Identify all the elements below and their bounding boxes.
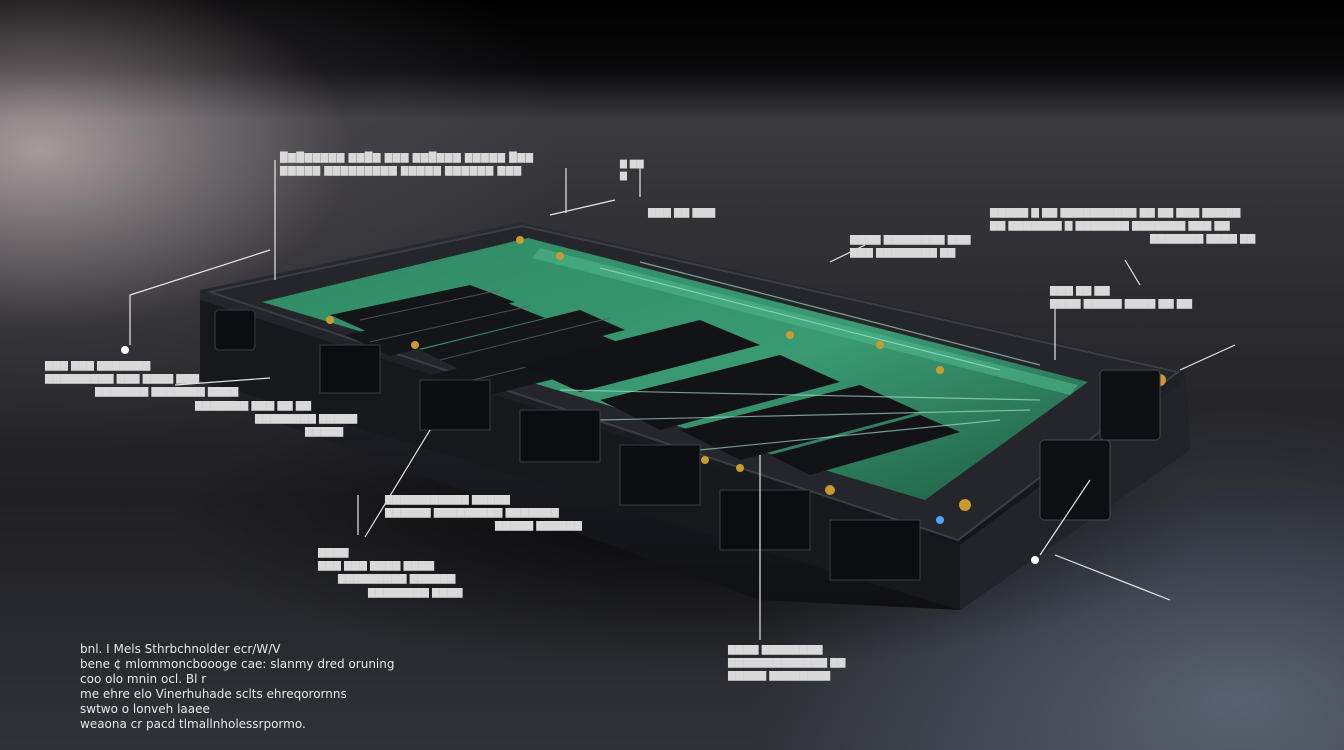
callout-dots <box>100 346 1039 564</box>
callout-center-low: ▆▆▆▆▆▆▆▆▆▆▆ ▆▆▆▆▆ ▆▆▆▆▆▆ ▆▆▆▆▆▆▆▆▆ ▆▆▆▆▆… <box>385 492 582 532</box>
caption-line: weaona cr pacd tlmallnholessrpormo. <box>80 717 306 731</box>
caption-line: bnl. I Mels Sthrbchnolder ecr/W/V <box>80 642 281 656</box>
side-connector-block <box>1039 369 1161 521</box>
edge-connector-strip <box>532 248 1078 395</box>
callout-right-mid: ▆▆▆ ▆▆ ▆▆ ▆▆▆▆ ▆▆▆▆▆ ▆▆▆▆ ▆▆ ▆▆ <box>1050 283 1192 310</box>
caption-line: coo olo mnin ocl. Bl r <box>80 672 207 686</box>
callout-top-center: ▇▆▇▆▆▆▆▆ ▆▆▇▆ ▆▆▆ ▆▆▇▆▆▆ ▆▆▆▆▆ ▇▆▆ ▆▆▆▆▆… <box>280 150 534 177</box>
callout-right-upper: ▆▆▆▆▆ ▆ ▆▆ ▆▆▆▆▆▆▆▆▆▆ ▆▆ ▆▆ ▆▆▆ ▆▆▆▆▆ ▆▆… <box>990 205 1256 245</box>
pcb-traces <box>559 261 1041 451</box>
callout-leaders <box>129 160 1236 640</box>
caption-block: bnl. I Mels Sthrbchnolder ecr/W/V bene ¢… <box>80 642 394 732</box>
callout-left-mid: ▆▆▆ ▆▆▆ ▆▆▆▆▆▆▆ ▆▆▆▆▆▆▆▆▆ ▆▆▆ ▆▆▆▆ ▆▆▆ ▆… <box>45 358 358 437</box>
front-connectors <box>214 309 921 581</box>
callout-top-right-small: ▆▆▆ ▆▆ ▆▆▆ <box>648 205 716 218</box>
chip-bank-center <box>520 320 960 475</box>
callout-bottom-center: ▆▆▆▆ ▆▆▆▆▆▆▆▆ ▆▆▆▆▆▆▆▆▆▆▆▆▆ ▆▆ ▆▆▆▆▆ ▆▆▆… <box>728 642 846 682</box>
status-led <box>936 516 944 524</box>
caption-line: bene ¢ mlommoncboooge cae: slanmy dred o… <box>80 657 395 671</box>
callout-right-upper-left: ▆▆▆▆ ▆▆▆▆▆▆▆▆ ▆▆▆ ▆▆▆ ▆▆▆▆▆▆▆▆ ▆▆ <box>850 232 971 259</box>
gold-components <box>326 236 1166 511</box>
caption-line: swtwo o lonveh laaee <box>80 702 210 716</box>
callout-left-low: ▆▆▆▆ ▆▆▆ ▆▆▆ ▆▆▆▆ ▆▆▆▆ ▆▆▆▆▆▆▆▆▆ ▆▆▆▆▆▆ … <box>318 545 463 598</box>
callout-top-small: ▆ ▆▆ ▆ <box>620 158 644 181</box>
caption-line: me ehre elo Vinerhuhade sclts ehreqororn… <box>80 687 347 701</box>
